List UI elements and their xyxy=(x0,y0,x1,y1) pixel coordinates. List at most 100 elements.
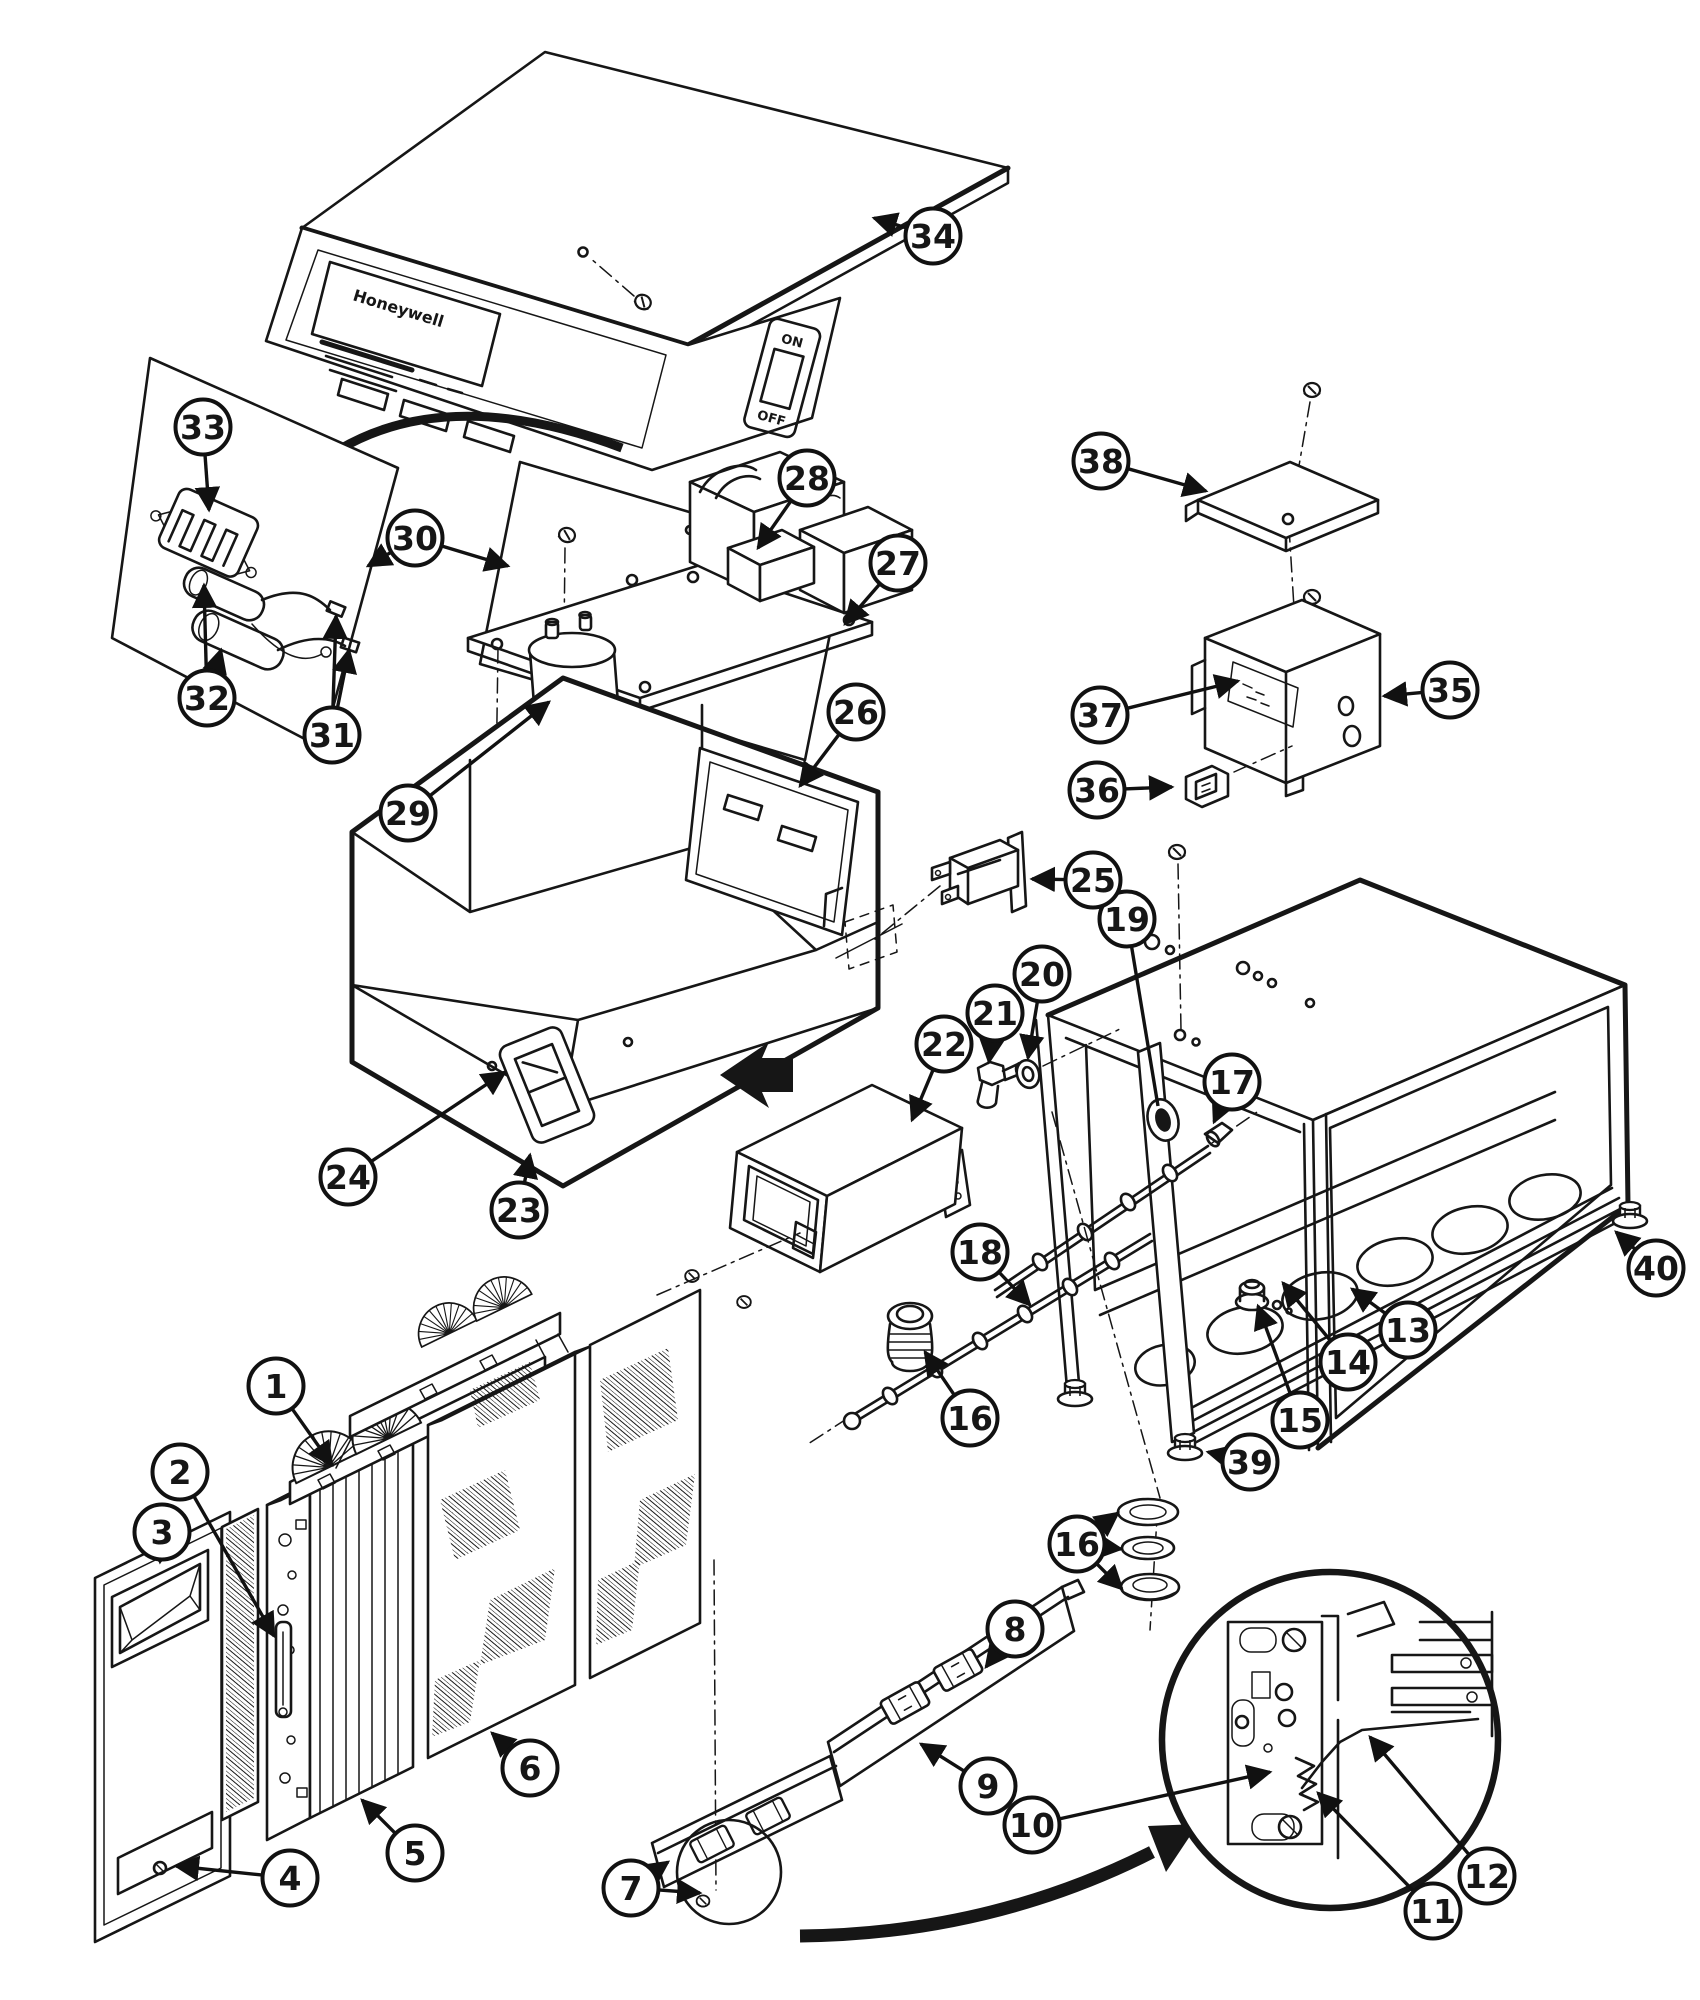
callout-20: 20 xyxy=(1012,944,1072,1061)
receptacle xyxy=(1184,745,1293,809)
leader-arrow xyxy=(1349,1287,1387,1316)
filter-cell-assembly xyxy=(93,1265,702,1944)
interlock-connector xyxy=(873,830,1028,941)
leader-arrow xyxy=(658,1878,703,1905)
callout-circle xyxy=(950,1222,1010,1282)
callout-number: 32 xyxy=(184,679,230,718)
callout-circle xyxy=(260,1848,320,1908)
callout-number: 35 xyxy=(1427,671,1473,710)
power-supply-box xyxy=(656,1083,964,1309)
callout-32: 32 xyxy=(177,582,237,728)
leader-arrow xyxy=(1019,1000,1045,1061)
leader-arrow xyxy=(756,499,793,551)
callout-circle xyxy=(903,206,963,266)
callout-number: 38 xyxy=(1078,442,1124,481)
heater-element xyxy=(150,487,260,579)
callout-26: 26 xyxy=(798,682,886,789)
callout-circle xyxy=(914,1014,974,1074)
callout-number: 33 xyxy=(180,408,226,447)
callout-number: 19 xyxy=(1104,900,1150,939)
leader-arrow xyxy=(192,1495,276,1639)
callout-37: 37 xyxy=(1070,674,1241,745)
callout-circle xyxy=(958,1756,1018,1816)
callout-circle xyxy=(385,1823,445,1883)
leader-arrow xyxy=(365,543,395,568)
callout-6: 6 xyxy=(490,1731,560,1798)
leader-arrow xyxy=(984,1641,1011,1670)
capacitor xyxy=(191,609,285,671)
callout-number: 7 xyxy=(620,1869,643,1908)
callout-number: 13 xyxy=(1385,1311,1431,1350)
leader-arrow xyxy=(331,647,358,709)
callout-circle xyxy=(965,983,1025,1043)
elbow-fitting xyxy=(976,1060,1026,1109)
wiring-panel xyxy=(110,356,400,750)
callout-number: 16 xyxy=(1054,1525,1100,1564)
callout-number: 15 xyxy=(1277,1401,1323,1440)
leader-arrow xyxy=(1281,1281,1332,1342)
callout-circle xyxy=(1070,685,1130,745)
media-filter xyxy=(588,1288,702,1680)
callout-number: 36 xyxy=(1074,771,1120,810)
callout-number: 39 xyxy=(1227,1443,1273,1482)
callout-number: 29 xyxy=(385,794,431,833)
callout-circle xyxy=(177,668,237,728)
leader-arrow xyxy=(979,1037,1005,1065)
callout-16: 16 xyxy=(923,1349,1000,1448)
callout-40: 40 xyxy=(1614,1230,1686,1298)
callout-number: 40 xyxy=(1633,1249,1679,1288)
callout-3: 3 xyxy=(132,1502,192,1565)
leader-arrow xyxy=(1058,1764,1273,1821)
callout-number: 22 xyxy=(921,1025,967,1064)
callout-13: 13 xyxy=(1349,1287,1438,1360)
callout-circle xyxy=(1202,1052,1262,1112)
callout-22: 22 xyxy=(909,1014,974,1123)
leader-arrow xyxy=(1095,1562,1124,1591)
callout-8: 8 xyxy=(984,1599,1045,1670)
callout-circle xyxy=(500,1738,560,1798)
callout-1: 1 xyxy=(246,1356,334,1468)
rail-section-detail xyxy=(1346,1600,1494,1738)
leader-arrow xyxy=(202,647,227,676)
lead-wires xyxy=(251,591,361,660)
callout-circle xyxy=(1063,850,1123,910)
leader-arrow xyxy=(360,1798,397,1835)
callout-number: 1 xyxy=(265,1367,288,1406)
bottom-rails xyxy=(650,1559,1086,1926)
callout-10: 10 xyxy=(1002,1764,1273,1855)
callout-number: 37 xyxy=(1077,696,1123,735)
callout-number: 2 xyxy=(169,1453,192,1492)
callout-circle xyxy=(378,783,438,843)
callout-circle xyxy=(132,1502,192,1562)
door-latch xyxy=(274,1620,293,1719)
leader-arrow xyxy=(428,700,552,798)
callout-circle xyxy=(173,397,233,457)
leader-arrow xyxy=(918,1742,966,1773)
callout-circle xyxy=(1220,1432,1280,1492)
callout-number: 5 xyxy=(404,1834,427,1873)
switch-off-label: OFF xyxy=(755,408,787,430)
leader-arrow xyxy=(641,1860,671,1886)
leader-arrow xyxy=(1211,1095,1236,1125)
callout-circle xyxy=(1097,889,1157,949)
leader-arrow xyxy=(909,1068,935,1123)
callout-30: 30 xyxy=(365,508,511,572)
callout-layer: 1234567891011121314151616171819202122232… xyxy=(132,206,1686,1941)
callout-circle xyxy=(1378,1300,1438,1360)
ionizer-comb xyxy=(462,1265,533,1322)
callout-circle xyxy=(1047,1514,1107,1574)
leader-arrow xyxy=(194,454,221,513)
leader-arrow xyxy=(191,582,218,671)
contact-wire-detail xyxy=(1300,1717,1480,1790)
leader-arrow xyxy=(1126,466,1209,497)
callout-circle xyxy=(489,1180,549,1240)
leader-arrow xyxy=(1253,1303,1293,1395)
leader-arrow xyxy=(1096,1533,1124,1560)
callout-circle xyxy=(150,1442,210,1502)
leader-arrow xyxy=(440,544,511,572)
callout-number: 3 xyxy=(151,1513,174,1552)
cell-track-rail xyxy=(826,1578,1086,1788)
junction-box xyxy=(1190,588,1382,798)
leader-arrow xyxy=(843,582,882,626)
